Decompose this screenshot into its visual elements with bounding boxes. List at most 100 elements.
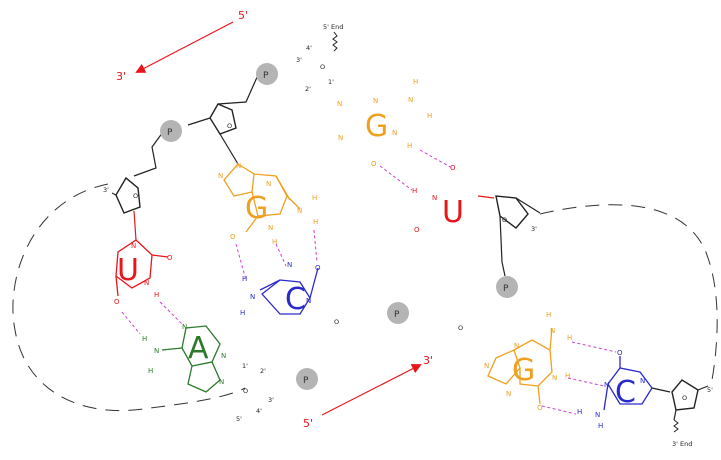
atom-n: N: [221, 352, 226, 360]
sugar-left-3-prime: 3': [103, 186, 109, 194]
ring-pos-4: 4': [306, 44, 312, 52]
adenine-lower-atoms: A N N H H N N: [142, 323, 226, 386]
sugar-oxygen-right: O: [502, 216, 507, 224]
top-arrow-3-prime: 3': [116, 70, 126, 83]
uracil-left-atoms: U N O N H O: [114, 242, 173, 306]
atom-o: O: [230, 233, 236, 241]
cytosine-lower-right: [603, 356, 671, 411]
atom-h: H: [546, 311, 551, 319]
atom-h: H: [242, 275, 247, 283]
atom-n: N: [640, 377, 645, 385]
atom-n: N: [595, 411, 600, 419]
atom-o: O: [617, 349, 623, 357]
atom-h: H: [577, 408, 582, 416]
left-dashed-loop: [12, 183, 246, 412]
ring-pos-1: 1': [242, 362, 248, 370]
atom-h: H: [427, 112, 432, 120]
atom-n: N: [604, 381, 609, 389]
atom-n: N: [514, 342, 519, 350]
phosphate-label: P: [303, 376, 309, 386]
atom-h: H: [412, 187, 417, 195]
atom-n: N: [131, 242, 136, 250]
atom-o: O: [450, 164, 456, 172]
lower-right-sugar: O 5' 3' End: [671, 379, 713, 448]
free-oxygen-right: O: [458, 324, 463, 332]
phosphate-label: P: [394, 310, 400, 320]
atom-n: N: [297, 207, 302, 215]
ring-pos-4: 4': [256, 407, 262, 415]
guanine-upper-letter: G: [245, 191, 268, 226]
guanine-lower-letter: G: [512, 353, 535, 388]
atom-o: O: [414, 226, 420, 234]
cytosine-lower-letter: C: [615, 375, 636, 410]
atom-o: O: [315, 264, 321, 272]
atom-h: H: [272, 238, 277, 246]
free-oxygen-center: O: [334, 318, 339, 326]
phosphate-right: P: [496, 276, 518, 298]
atom-n: N: [484, 362, 489, 370]
ring-pos-3: 3': [268, 396, 274, 404]
atom-h: H: [142, 335, 147, 343]
uracil-faded: U O H N O: [412, 164, 495, 234]
sugar-oxygen-left: O: [133, 192, 138, 200]
hydrogen-bonds: [121, 149, 617, 415]
cytosine-middle-letter: C: [285, 282, 306, 317]
three-prime-end-label: 3' End: [672, 440, 692, 448]
cytosine-lower-right-atoms: C O N N H N H: [577, 349, 645, 430]
atom-n: N: [154, 347, 159, 355]
atom-o: O: [371, 160, 377, 168]
atom-h: H: [413, 78, 418, 86]
atom-h: H: [313, 218, 318, 226]
right-sugar: O 3': [495, 195, 541, 277]
atom-n: N: [373, 97, 378, 105]
phosphate-label: P: [503, 284, 509, 294]
guanine-upper-atoms: G N N N N N H H H O: [218, 162, 318, 246]
lower-left-sugar-numbers: 1' 2' O 3' 4' 5': [236, 362, 274, 423]
adenine-lower: [161, 325, 221, 393]
sugar-oxygen-lower-right: O: [682, 394, 687, 402]
ring-pos-2: 2': [305, 85, 311, 93]
atom-n: N: [287, 261, 292, 269]
atom-n: N: [236, 162, 241, 170]
atom-n: N: [182, 323, 187, 331]
upper-backbone: O O 3': [103, 74, 259, 241]
atom-h: H: [598, 422, 603, 430]
ring-oxygen: O: [243, 387, 248, 395]
cytosine-middle-atoms: C N H H N N O: [240, 261, 321, 317]
sugar-right-3-prime: 3': [531, 225, 537, 233]
atom-h: H: [565, 372, 570, 380]
atom-h: H: [567, 334, 572, 342]
top-strand-end: 5' End 4' 3' O 1' 2': [296, 23, 343, 93]
atom-n: N: [268, 224, 273, 232]
guanine-faded: G N N N N N H H H O: [337, 78, 432, 168]
atom-n: N: [552, 374, 557, 382]
guanine-faded-letter: G: [365, 109, 388, 144]
guanine-upper: [223, 163, 301, 233]
ring-pos-5: 5': [236, 415, 242, 423]
atom-n: N: [432, 194, 437, 202]
atom-h: H: [240, 309, 245, 317]
guanine-lower-right-atoms: G H N H N N N H N O: [484, 311, 572, 412]
phosphate-label: P: [263, 71, 269, 81]
uracil-left-letter: U: [117, 253, 139, 288]
phosphate-bottom: P: [296, 368, 318, 390]
atom-h: H: [148, 367, 153, 375]
bottom-direction-arrow: 5' 3': [303, 354, 433, 430]
bottom-arrow-3-prime: 3': [423, 354, 433, 367]
cytosine-middle: [259, 267, 319, 315]
ring-pos-5: 5': [707, 386, 713, 394]
atom-n: N: [266, 180, 271, 188]
atom-o: O: [167, 254, 173, 262]
bottom-arrow-5-prime: 5': [303, 417, 313, 430]
ring-pos-2: 2': [260, 367, 266, 375]
atom-h: H: [154, 291, 159, 299]
right-dashed-loop: [539, 204, 718, 381]
atom-n: N: [250, 293, 255, 301]
atom-n: N: [337, 100, 342, 108]
atom-n: N: [392, 129, 397, 137]
ring-oxygen: O: [320, 63, 325, 71]
atom-n: N: [506, 390, 511, 398]
atom-n: N: [550, 327, 555, 335]
atom-o: O: [537, 404, 543, 412]
